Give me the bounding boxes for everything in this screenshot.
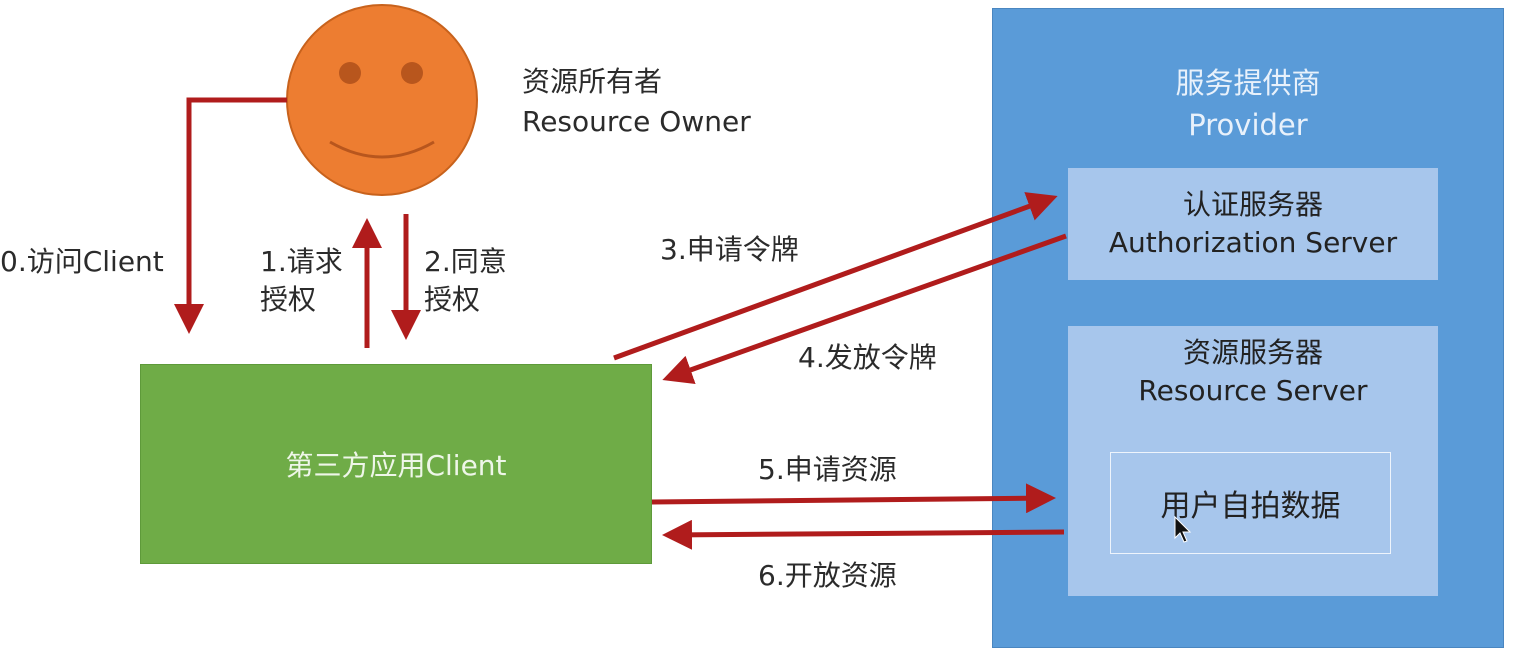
authorization-server-box: 认证服务器 Authorization Server [1068, 168, 1438, 280]
step-1-label-line1: 1.请求 [260, 245, 343, 278]
user-selfie-data-box: 用户自拍数据 [1110, 452, 1391, 554]
arrow-step-6 [662, 519, 1065, 550]
authorization-server-label-zh: 认证服务器 [1182, 188, 1323, 221]
step-0-label: 0.访问Client [0, 245, 164, 278]
step-5-label: 5.申请资源 [758, 453, 897, 486]
provider-title: 服务提供商 Provider [992, 62, 1504, 146]
resource-owner-face-icon [286, 4, 478, 196]
step-6-label: 6.开放资源 [758, 559, 897, 592]
resource-server-label-en: Resource Server [1138, 374, 1368, 407]
step-1-label-line2: 授权 [260, 283, 317, 316]
client-box: 第三方应用Client [140, 364, 652, 564]
authorization-server-label-en: Authorization Server [1108, 226, 1398, 259]
step-2-label-line2: 授权 [424, 283, 481, 316]
step-4-label: 4.发放令牌 [798, 341, 937, 374]
resource-owner-label-zh: 资源所有者 [522, 65, 663, 98]
resource-server-title: 资源服务器 Resource Server [1068, 334, 1438, 410]
resource-owner-label: 资源所有者 Resource Owner [522, 62, 751, 142]
mouse-cursor-icon [1174, 515, 1192, 543]
step-2-label-line1: 2.同意 [424, 245, 507, 278]
resource-server-box: 资源服务器 Resource Server [1068, 326, 1438, 596]
resource-server-label-zh: 资源服务器 [1182, 336, 1323, 369]
step-3-label: 3.申请令牌 [660, 233, 799, 266]
provider-title-en: Provider [1188, 108, 1308, 142]
arrow-step-4 [662, 233, 1067, 385]
authorization-server-title: 认证服务器 Authorization Server [1068, 186, 1438, 262]
arrow-step-0 [174, 97, 287, 334]
resource-owner-label-en: Resource Owner [522, 105, 751, 138]
provider-title-zh: 服务提供商 [1175, 66, 1321, 100]
arrow-step-5 [651, 483, 1056, 514]
arrow-step-3 [613, 192, 1058, 361]
